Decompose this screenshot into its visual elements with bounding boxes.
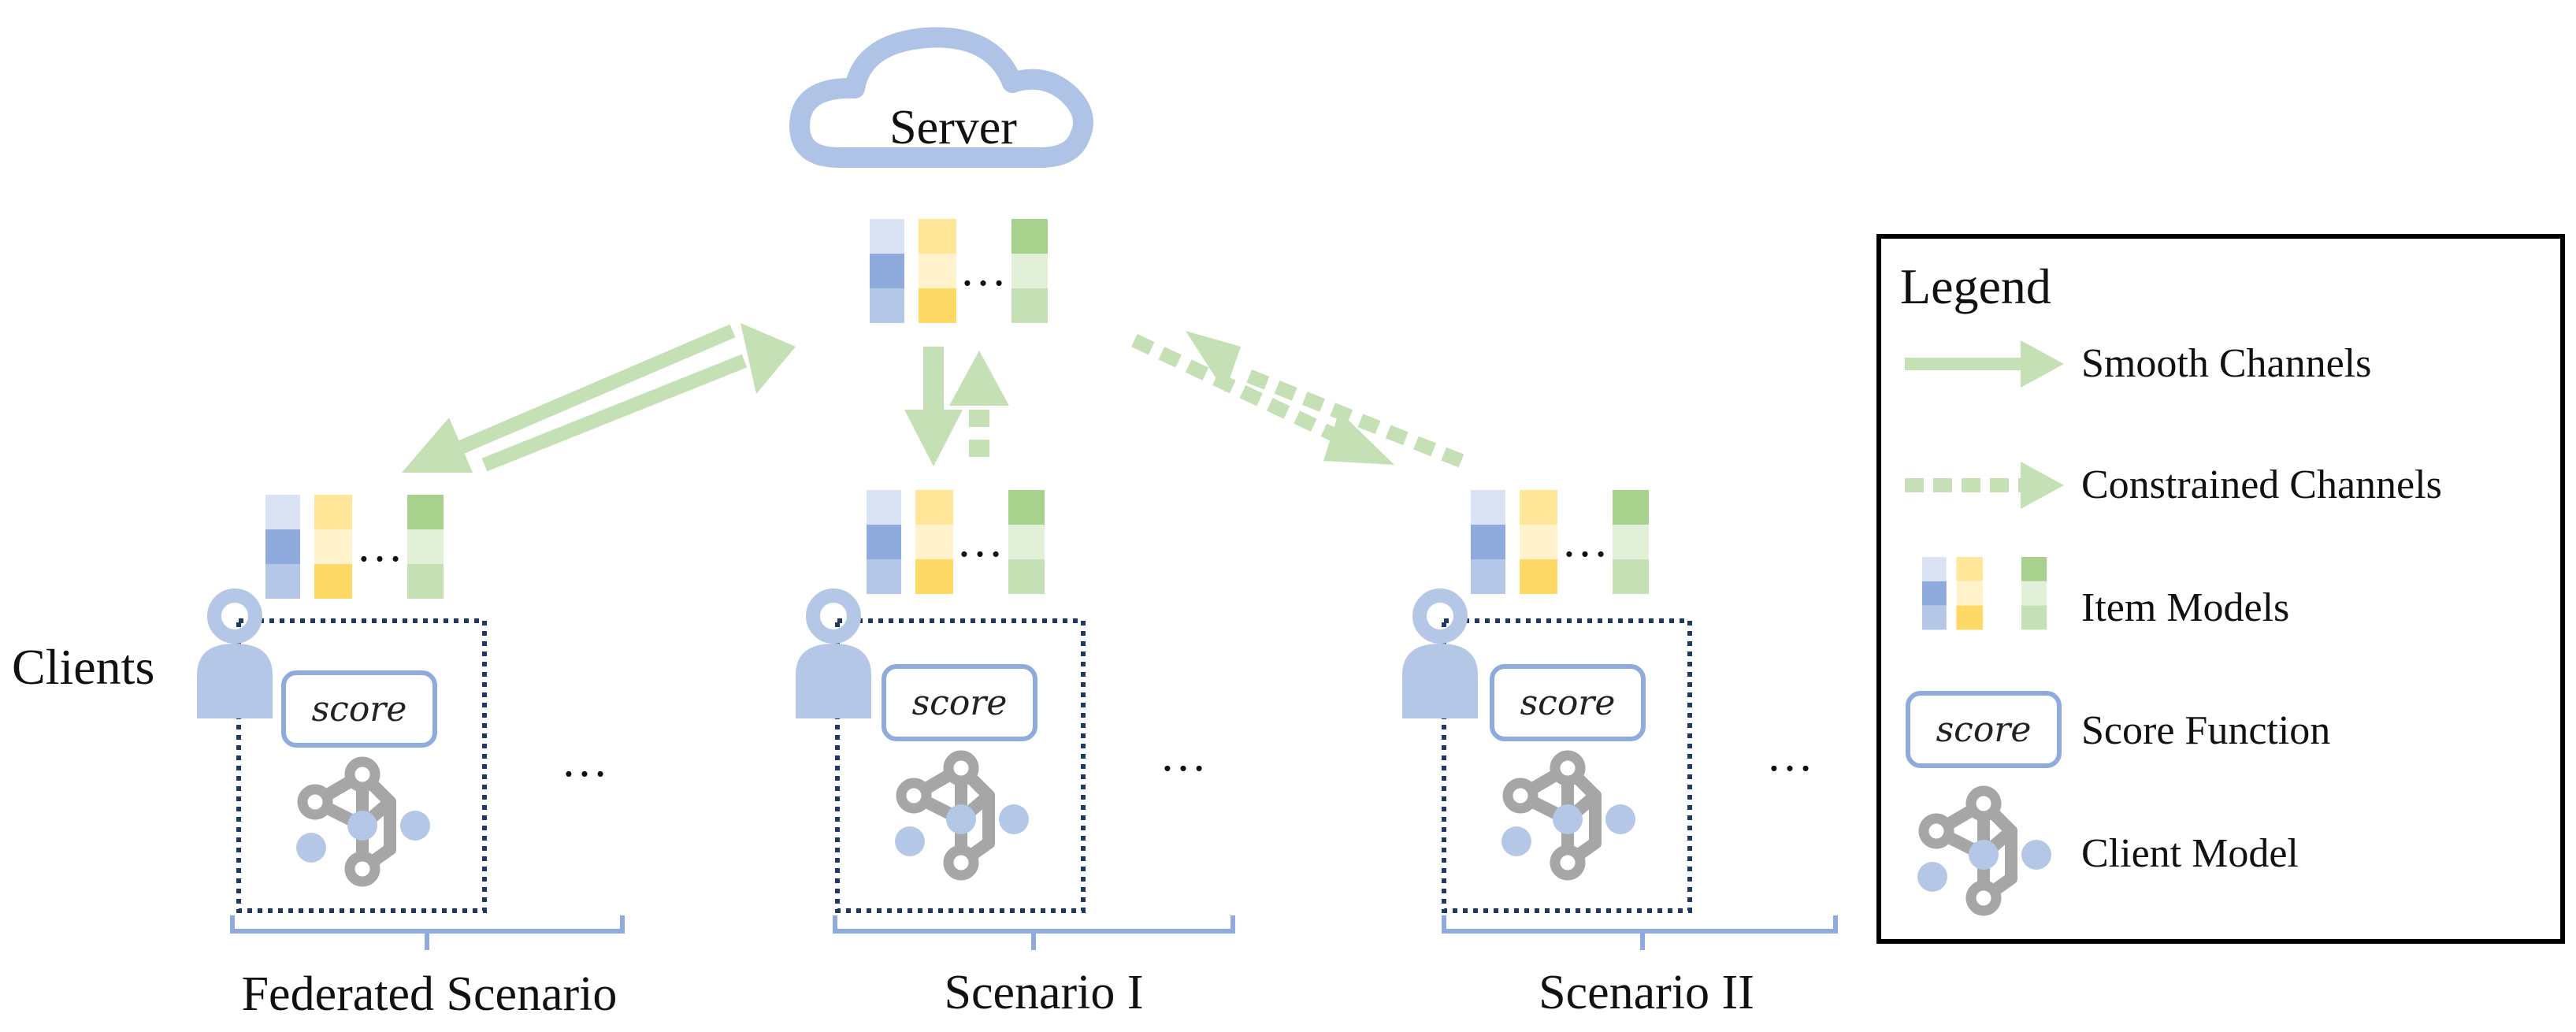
- client-item-models: [1471, 490, 1649, 594]
- item-models-ellipsis: …: [956, 514, 1004, 566]
- scenario-federated: … score … Federated Scenario: [197, 495, 625, 1021]
- legend-title: Legend: [1900, 258, 2051, 314]
- score-function-label: score: [912, 683, 1008, 723]
- more-clients-ellipsis: …: [1766, 729, 1813, 781]
- legend-constrained-label: Constrained Channels: [2081, 462, 2442, 507]
- scenario-label: Scenario II: [1539, 966, 1754, 1019]
- smooth-arrow-icon: [1905, 340, 2064, 388]
- server-item-models: [870, 219, 1048, 323]
- dashed-arrow-icon: [1905, 462, 2064, 509]
- legend-score-label: Score Function: [2081, 708, 2330, 753]
- legend-item-models-label: Item Models: [2081, 585, 2289, 630]
- client-dotted-box: [236, 618, 487, 913]
- clients-label: Clients: [12, 639, 154, 695]
- score-function-label: score: [1520, 683, 1616, 723]
- scenario-bracket: [1442, 915, 1838, 950]
- scenario-bracket: [230, 915, 625, 950]
- client-item-models: [867, 490, 1045, 594]
- scenario-i: … score … Scenario I: [796, 490, 1235, 1019]
- score-function-box: [882, 664, 1037, 741]
- legend-smooth-label: Smooth Channels: [2081, 341, 2371, 386]
- client-model-icon: [1501, 755, 1635, 875]
- channel-scenario-1: [904, 347, 1009, 466]
- score-function-box: [281, 670, 437, 748]
- more-clients-ellipsis: …: [1160, 729, 1207, 781]
- item-models-ellipsis: …: [356, 519, 403, 571]
- score-function-label: score: [312, 689, 407, 729]
- scenario-label: Federated Scenario: [242, 967, 618, 1021]
- user-icon: [1402, 596, 1478, 718]
- legend-score-symbol: score: [1936, 710, 2032, 750]
- client-model-icon: [895, 755, 1029, 875]
- legend-client-model-label: Client Model: [2081, 831, 2299, 876]
- client-model-icon: [296, 762, 430, 882]
- server-label: Server: [889, 101, 1017, 154]
- scenario-bracket: [833, 915, 1235, 950]
- server-cloud: [789, 27, 1093, 168]
- smooth-channel-federated: [402, 323, 796, 473]
- legend-box: [1876, 234, 2565, 944]
- channel-scenario-2: [1131, 331, 1464, 468]
- score-box-icon: score: [1906, 691, 2062, 768]
- item-models-ellipsis: …: [1561, 514, 1609, 566]
- legend: Legend Smooth Channels Constrained Chann…: [1876, 234, 2565, 944]
- scenario-label: Scenario I: [944, 966, 1143, 1019]
- user-icon: [796, 596, 871, 718]
- client-dotted-box: [835, 618, 1086, 913]
- server-item-models-ellipsis: …: [960, 243, 1007, 295]
- user-icon: [197, 596, 273, 718]
- scenario-ii: … score … Scenario II: [1402, 490, 1838, 1019]
- more-clients-ellipsis: …: [561, 734, 608, 786]
- score-function-box: [1490, 664, 1646, 741]
- client-item-models: [265, 495, 444, 599]
- client-dotted-box: [1442, 618, 1692, 913]
